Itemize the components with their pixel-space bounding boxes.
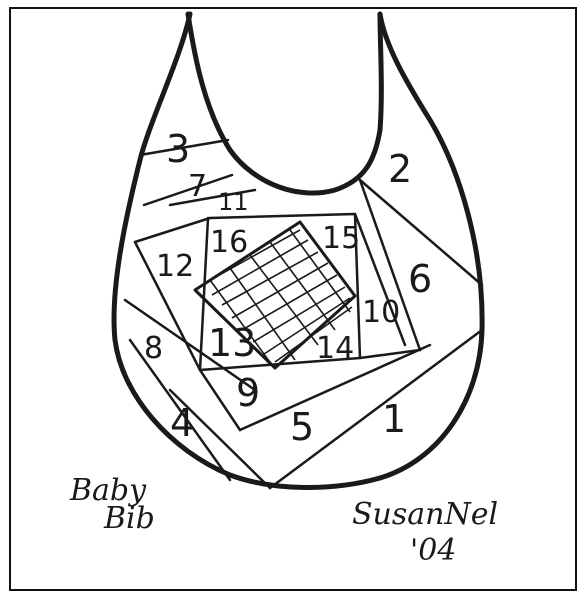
piece-label-11: 11 (218, 188, 249, 216)
piece-label-15: 15 (322, 221, 360, 256)
caption-title-line2: Bib (103, 501, 155, 536)
piece-label-5: 5 (290, 405, 314, 449)
piece-labels: 1 2 3 4 5 6 7 8 9 10 11 12 13 14 15 16 (144, 127, 432, 449)
piece-label-12: 12 (156, 249, 194, 284)
neck-curve (188, 14, 381, 193)
piece-label-13: 13 (208, 321, 256, 365)
piece-label-6: 6 (408, 257, 432, 301)
seam-12a (135, 218, 210, 242)
caption-year: '04 (410, 533, 456, 568)
piece-label-9: 9 (236, 371, 260, 415)
piece-label-2: 2 (388, 147, 412, 191)
piece-label-8: 8 (144, 331, 163, 366)
caption-author: SusanNel (352, 497, 498, 532)
piece-label-3: 3 (166, 127, 190, 171)
piece-label-4: 4 (170, 401, 194, 445)
piece-label-7: 7 (188, 169, 207, 204)
seam-9 (200, 370, 240, 430)
piece-label-14: 14 (316, 331, 354, 366)
piece-label-16: 16 (210, 225, 248, 260)
piece-label-10: 10 (362, 295, 400, 330)
piece-label-1: 1 (382, 397, 406, 441)
